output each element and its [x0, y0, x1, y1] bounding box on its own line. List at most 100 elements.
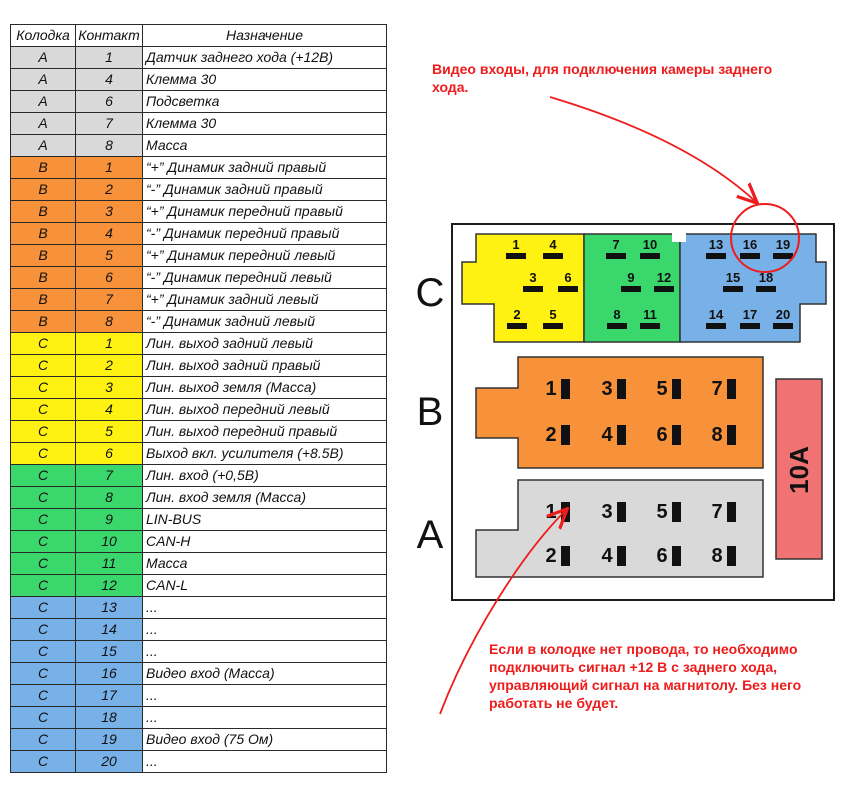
pin-contact [606, 253, 626, 259]
purpose-cell: ... [142, 596, 387, 619]
pin-contact [773, 323, 793, 329]
contact-cell: 7 [75, 288, 143, 311]
video-note-arrow [549, 96, 756, 202]
pin-label: 1 [545, 501, 556, 523]
block-cell: C [10, 442, 76, 465]
purpose-cell: Масса [142, 552, 387, 575]
purpose-cell: “+” Динамик задний левый [142, 288, 387, 311]
block-cell: C [10, 508, 76, 531]
purpose-cell: ... [142, 750, 387, 773]
block-cell: C [10, 420, 76, 443]
contact-cell: 10 [75, 530, 143, 553]
contact-cell: 6 [75, 442, 143, 465]
contact-cell: 5 [75, 244, 143, 267]
pin-contact [672, 546, 681, 566]
pin-contact [543, 253, 563, 259]
pin-label: 13 [709, 237, 723, 252]
block-cell: C [10, 596, 76, 619]
purpose-cell: Лин. выход земля (Масса) [142, 376, 387, 399]
pin-contact [640, 253, 660, 259]
pin-contact [727, 502, 736, 522]
block-cell: C [10, 750, 76, 773]
contact-cell: 16 [75, 662, 143, 685]
block-cell: C [10, 332, 76, 355]
block-cell: C [10, 486, 76, 509]
pin-contact [617, 502, 626, 522]
purpose-cell: CAN-H [142, 530, 387, 553]
video-pins-highlight [730, 203, 800, 273]
block-label-b: B [417, 390, 444, 434]
block-cell: C [10, 376, 76, 399]
pin-contact [621, 286, 641, 292]
pin-contact [773, 253, 793, 259]
block-cell: B [10, 222, 76, 245]
block-label-a: A [417, 513, 444, 557]
contact-cell: 4 [75, 222, 143, 245]
pin-label: 5 [656, 378, 667, 400]
block-cell: B [10, 266, 76, 289]
purpose-cell: Видео вход (Масса) [142, 662, 387, 685]
pin-contact [672, 502, 681, 522]
pin-contact [654, 286, 674, 292]
fuse-10a [775, 378, 823, 560]
power-note-arrow [439, 510, 566, 715]
pin-label: 6 [564, 270, 571, 285]
contact-cell: 2 [75, 354, 143, 377]
purpose-cell: Лин. выход передний левый [142, 398, 387, 421]
pin-contact [756, 286, 776, 292]
pin-label: 18 [759, 270, 773, 285]
pin-label: 8 [711, 545, 722, 567]
pin-label: 4 [601, 545, 613, 567]
pin-contact [507, 323, 527, 329]
purpose-cell: “-” Динамик задний правый [142, 178, 387, 201]
purpose-cell: “+” Динамик передний правый [142, 200, 387, 223]
header-purpose: Назначение [142, 24, 387, 47]
pin-contact [723, 286, 743, 292]
reverse-signal-note: Если в колодке нет провода, то необходим… [489, 641, 802, 711]
purpose-cell: Датчик заднего хода (+12В) [142, 46, 387, 69]
pin-contact [617, 379, 626, 399]
block-c-notch [672, 232, 686, 242]
block-cell: A [10, 134, 76, 157]
pin-label: 9 [627, 270, 634, 285]
contact-cell: 6 [75, 90, 143, 113]
contact-cell: 2 [75, 178, 143, 201]
purpose-cell: ... [142, 706, 387, 729]
table-header-row: Колодка Контакт Назначение [10, 24, 387, 47]
pin-label: 14 [709, 307, 724, 322]
contact-cell: 7 [75, 464, 143, 487]
contact-cell: 11 [75, 552, 143, 575]
purpose-cell: Видео вход (75 Ом) [142, 728, 387, 751]
contact-cell: 1 [75, 46, 143, 69]
purpose-cell: Лин. вход (+0,5В) [142, 464, 387, 487]
pin-label: 8 [711, 424, 722, 446]
pin-label: 1 [512, 237, 519, 252]
purpose-cell: Лин. вход земля (Масса) [142, 486, 387, 509]
purpose-cell: Лин. выход передний правый [142, 420, 387, 443]
purpose-cell: “-” Динамик задний левый [142, 310, 387, 333]
purpose-cell: Клемма 30 [142, 68, 387, 91]
block-b [475, 356, 764, 469]
contact-cell: 14 [75, 618, 143, 641]
block-cell: C [10, 574, 76, 597]
pin-contact [617, 546, 626, 566]
pin-contact [706, 323, 726, 329]
pin-label: 15 [726, 270, 740, 285]
pin-contact [523, 286, 543, 292]
pin-label: 10 [643, 237, 657, 252]
pin-contact [506, 253, 526, 259]
pin-label: 8 [613, 307, 620, 322]
pin-label: 20 [776, 307, 790, 322]
